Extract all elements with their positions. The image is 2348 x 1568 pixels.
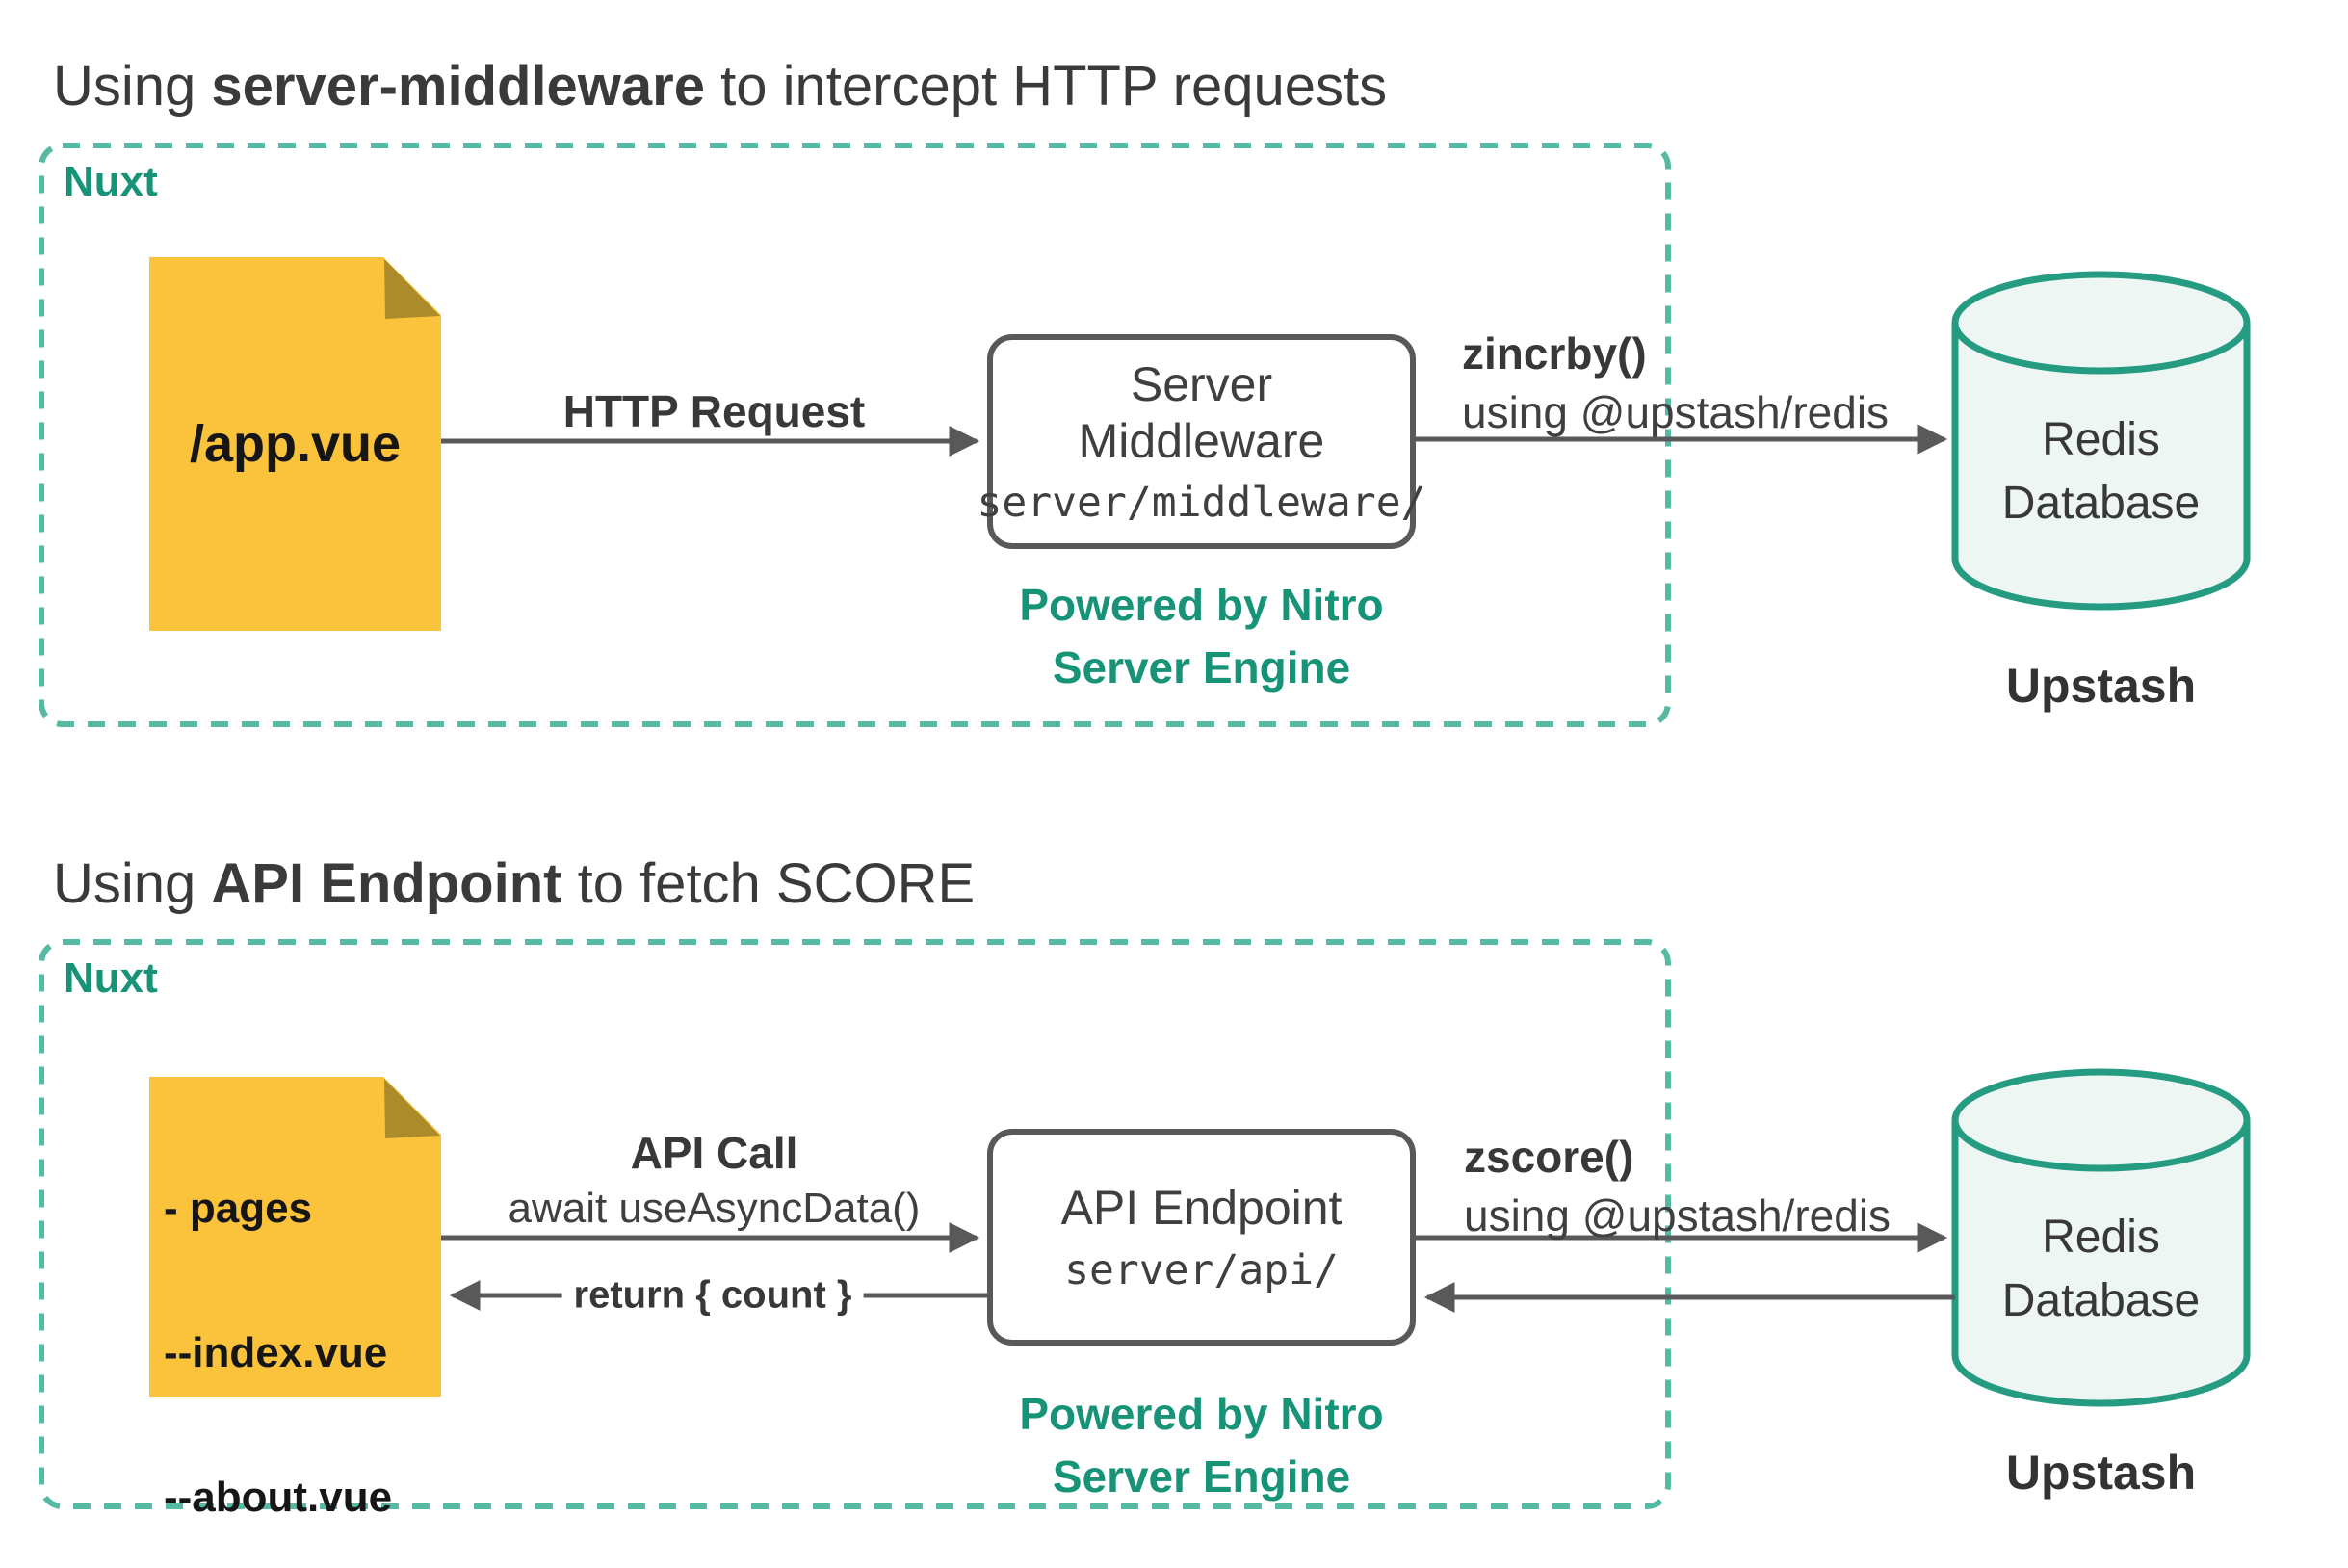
nuxt-container-label-2: Nuxt <box>64 954 158 1002</box>
endpoint-box-path: server/api/ <box>1064 1245 1339 1294</box>
pages-file-line2: --index.vue <box>164 1329 388 1376</box>
zincrby-sublabel: using @upstash/redis <box>1462 387 1890 437</box>
section1-title: Using server-middleware to intercept HTT… <box>53 54 1387 118</box>
zscore-caption: zscore() using @upstash/redis <box>1464 1131 1891 1241</box>
api-endpoint-box: API Endpoint server/api/ <box>987 1129 1416 1346</box>
zincrby-caption: zincrby() using @upstash/redis <box>1462 327 1889 438</box>
api-call-sublabel: await useAsyncData() <box>508 1185 921 1232</box>
nitro-caption-1: Powered by Nitro Server Engine <box>987 574 1416 700</box>
upstash-caption-2: Upstash <box>2005 1446 2197 1500</box>
api-call-label: API Call <box>630 1128 798 1178</box>
http-request-caption: HTTP Request <box>441 385 987 437</box>
middleware-box-line2: Middleware <box>1078 413 1325 468</box>
middleware-box-path: server/middleware/ <box>977 479 1426 527</box>
redis-db-2-line2: Database <box>2001 1275 2201 1327</box>
return-count-label: return { count } <box>561 1271 864 1320</box>
nitro-caption-2: Powered by Nitro Server Engine <box>987 1383 1416 1509</box>
title2-suffix: to fetch SCORE <box>561 852 976 915</box>
nuxt-container-border-2 <box>39 939 1671 1509</box>
nitro-caption-1-line1: Powered by Nitro <box>1019 580 1384 630</box>
nuxt-container-border-1 <box>39 143 1671 727</box>
zscore-label: zscore() <box>1464 1132 1634 1182</box>
vue-file-label: /app.vue <box>189 415 402 473</box>
redis-db-1-line1: Redis <box>2042 414 2160 465</box>
redis-db-1-line2: Database <box>2001 478 2201 530</box>
nitro-caption-1-line2: Server Engine <box>1052 642 1351 693</box>
server-middleware-box: Server Middleware server/middleware/ <box>978 334 1426 549</box>
pages-file-line3: --about.vue <box>164 1474 393 1521</box>
redis-db-label-1: Redis Database <box>1955 408 2247 536</box>
redis-database-icon-1 <box>1951 271 2251 611</box>
http-request-label: HTTP Request <box>562 386 866 436</box>
zscore-sublabel: using @upstash/redis <box>1464 1190 1891 1241</box>
title1-suffix: to intercept HTTP requests <box>705 55 1388 118</box>
middleware-box-line1: Server <box>1130 357 1273 411</box>
upstash-caption-1: Upstash <box>2005 659 2197 713</box>
nitro-caption-2-line2: Server Engine <box>1052 1451 1351 1503</box>
api-call-caption: API Call await useAsyncData() <box>441 1127 987 1233</box>
zincrby-label: zincrby() <box>1462 328 1647 379</box>
nitro-caption-2-line1: Powered by Nitro <box>1019 1389 1384 1439</box>
title2-bold: API Endpoint <box>211 852 562 915</box>
pages-file-line1: - pages <box>164 1185 313 1232</box>
redis-database-icon-2 <box>1951 1068 2251 1407</box>
vue-file-icon <box>149 257 441 631</box>
endpoint-box-line1: API Endpoint <box>1060 1181 1343 1236</box>
title2-prefix: Using <box>53 852 212 915</box>
redis-db-2-line1: Redis <box>2042 1212 2160 1263</box>
redis-db-label-2: Redis Database <box>1955 1206 2247 1333</box>
pages-file-icon <box>149 1077 441 1397</box>
pages-file-label: - pages --index.vue --about.vue <box>164 1088 392 1568</box>
title1-bold: server-middleware <box>211 55 706 118</box>
title1-prefix: Using <box>53 55 212 118</box>
nuxt-container-label-1: Nuxt <box>64 158 158 205</box>
section2-title: Using API Endpoint to fetch SCORE <box>53 851 975 916</box>
